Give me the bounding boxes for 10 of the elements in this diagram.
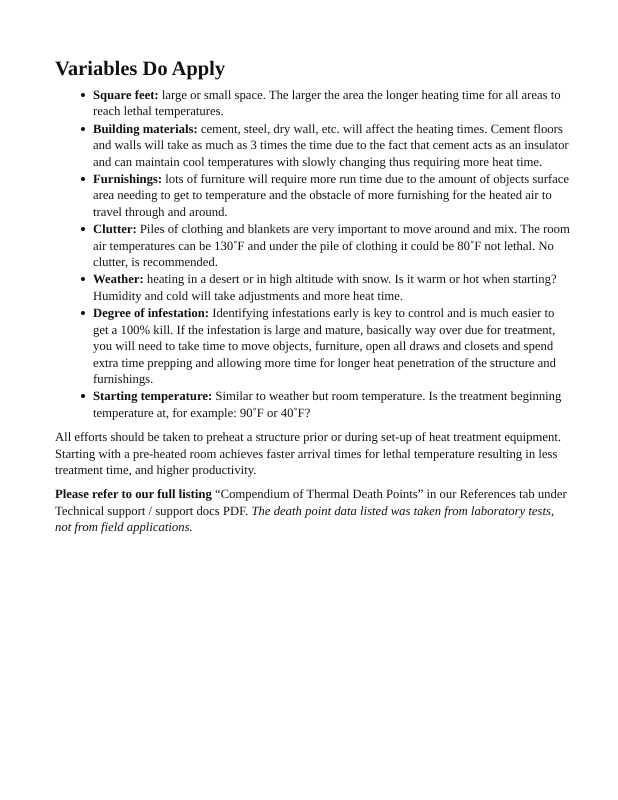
list-item-text: Degree of infestation: Identifying infestations early is key to control and is much easier to get a 100% kill. If the infestation is large and mature, basically way over due for treatment, you will need to take time to move objects, furniture, open all draws and closets and spend extra time prepping and allowing more time for longer heat penetration of the structure and furnishings. [93, 306, 556, 386]
heading: Variables Do Apply [55, 57, 226, 81]
list-item-text: Furnishings: lots of furniture will require more run time due to the amount of objects surface area needing to get to temperature and the obstacle of more furnishing for the heated air to travel through and around. [93, 172, 570, 219]
list-item-text: Square feet: large or small space. The larger the area the longer heating time for all areas to reach lethal temperatures. [93, 88, 561, 118]
list-item-text: Building materials: cement, steel, dry wall, etc. will affect the heating times. Cement floors and walls will take as much as 3 times the time due to the fact that cement acts as an insulator and can maintain cool temperatures with slowly changing thus requiring more heat time. [93, 122, 569, 169]
paragraph: All efforts should be taken to preheat a structure prior or during set-up of heat treatment equipment. Starting with a pre-heated room achieves faster arrival times for lethal temperature resulting in less treatment time, and higher productivity. [55, 429, 562, 478]
list-item-text: Weather: heating in a desert or in high altitude with snow. Is it warm or hot when starting? Humidity and cold will take adjustments and more heat time. [93, 272, 557, 303]
paragraph: Please refer to our full listing “Compendium of Thermal Death Points” in our References tab under Technical support / support docs PDF. The death point data listed was taken from laboratory tests, not from field applications. [55, 486, 568, 536]
list-item-text: Starting temperature: Similar to weather but room temperature. Is the treatment beginning temperature at, for example: 90˚F or 40˚F? [93, 389, 562, 420]
list-item-text: Clutter: Piles of clothing and blankets are very important to move around and mix. The room air temperatures can be 130˚F and under the pile of clothing it could be 80˚F not lethal. No clutter, is recommended. [93, 222, 570, 270]
